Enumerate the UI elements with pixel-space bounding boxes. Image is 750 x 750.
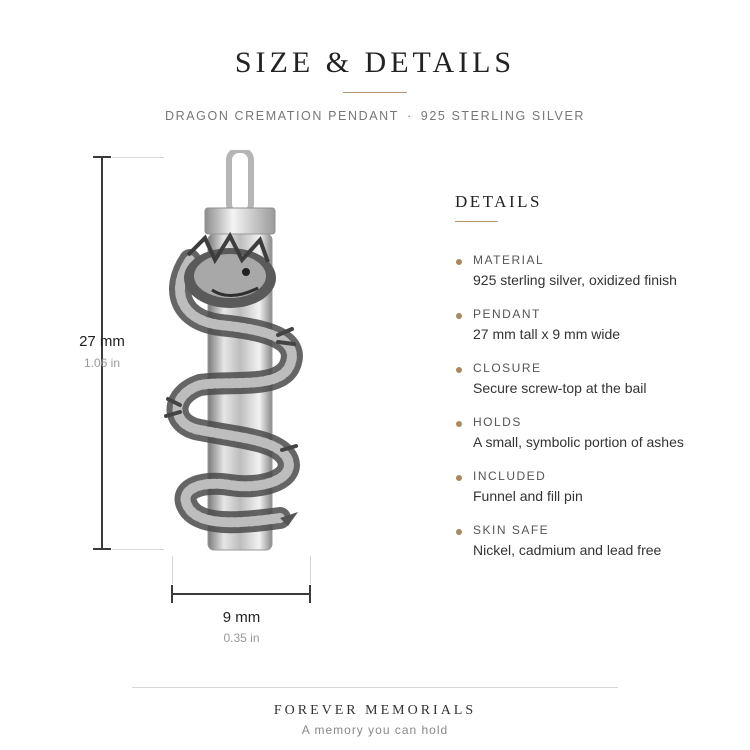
detail-value: A small, symbolic portion of ashes [473,434,684,450]
detail-value: Secure screw-top at the bail [473,380,647,396]
height-mm-label: 27 mm [79,333,125,350]
detail-label: CLOSURE [473,361,542,375]
detail-pendant: PENDANT 27 mm tall x 9 mm wide [455,306,745,360]
footer-divider [132,687,618,688]
detail-skin-safe: SKIN SAFE Nickel, cadmium and lead free [455,522,745,576]
detail-value: 27 mm tall x 9 mm wide [473,326,621,342]
height-dimension-top-tick [93,156,111,158]
subtitle-product: DRAGON CREMATION PENDANT [164,109,399,123]
detail-value: 925 sterling silver, oxidized finish [473,272,677,288]
details-list: MATERIAL 925 sterling silver, oxidized f… [455,252,745,576]
width-extension-right [310,556,311,584]
detail-holds: HOLDS A small, symbolic portion of ashes [455,414,745,468]
brand-name: FOREVER MEMORIALS [273,703,477,718]
width-dimension-line [172,593,311,595]
detail-included: INCLUDED Funnel and fill pin [455,468,745,522]
width-extension-left [172,556,173,584]
width-dimension-left-tick [171,585,173,603]
title-divider [343,92,407,93]
bullet-dot-icon [456,367,462,373]
bullet-dot-icon [456,529,462,535]
height-dimension-line [101,157,103,550]
detail-label: INCLUDED [473,469,547,483]
bullet-dot-icon [456,475,462,481]
bullet-dot-icon [456,259,462,265]
height-dimension-bottom-tick [93,548,111,550]
page-title: SIZE & DETAILS [234,46,516,79]
detail-label: PENDANT [473,307,541,321]
brand-tagline: A memory you can hold [301,723,449,737]
detail-value: Nickel, cadmium and lead free [473,542,662,558]
width-mm-label: 9 mm [222,609,261,626]
detail-label: HOLDS [473,415,522,429]
detail-material: MATERIAL 925 sterling silver, oxidized f… [455,252,745,306]
detail-label: MATERIAL [473,253,545,267]
height-extension-top [112,157,164,158]
detail-label: SKIN SAFE [473,523,550,537]
details-heading: DETAILS [455,192,542,211]
bullet-dot-icon [456,421,462,427]
subtitle-separator: · [407,109,413,123]
bullet-dot-icon [456,313,462,319]
page-subtitle: DRAGON CREMATION PENDANT · 925 STERLING SI… [0,109,750,123]
subtitle-material: 925 STERLING SILVER [420,109,586,123]
dragon-pendant-image [164,150,303,551]
height-extension-bottom [112,549,164,550]
details-divider [455,221,498,222]
width-dimension-right-tick [309,585,311,603]
width-in-label: 0.35 in [223,631,260,645]
height-in-label: 1.06 in [83,356,121,370]
detail-closure: CLOSURE Secure screw-top at the bail [455,360,745,414]
detail-value: Funnel and fill pin [473,488,583,504]
